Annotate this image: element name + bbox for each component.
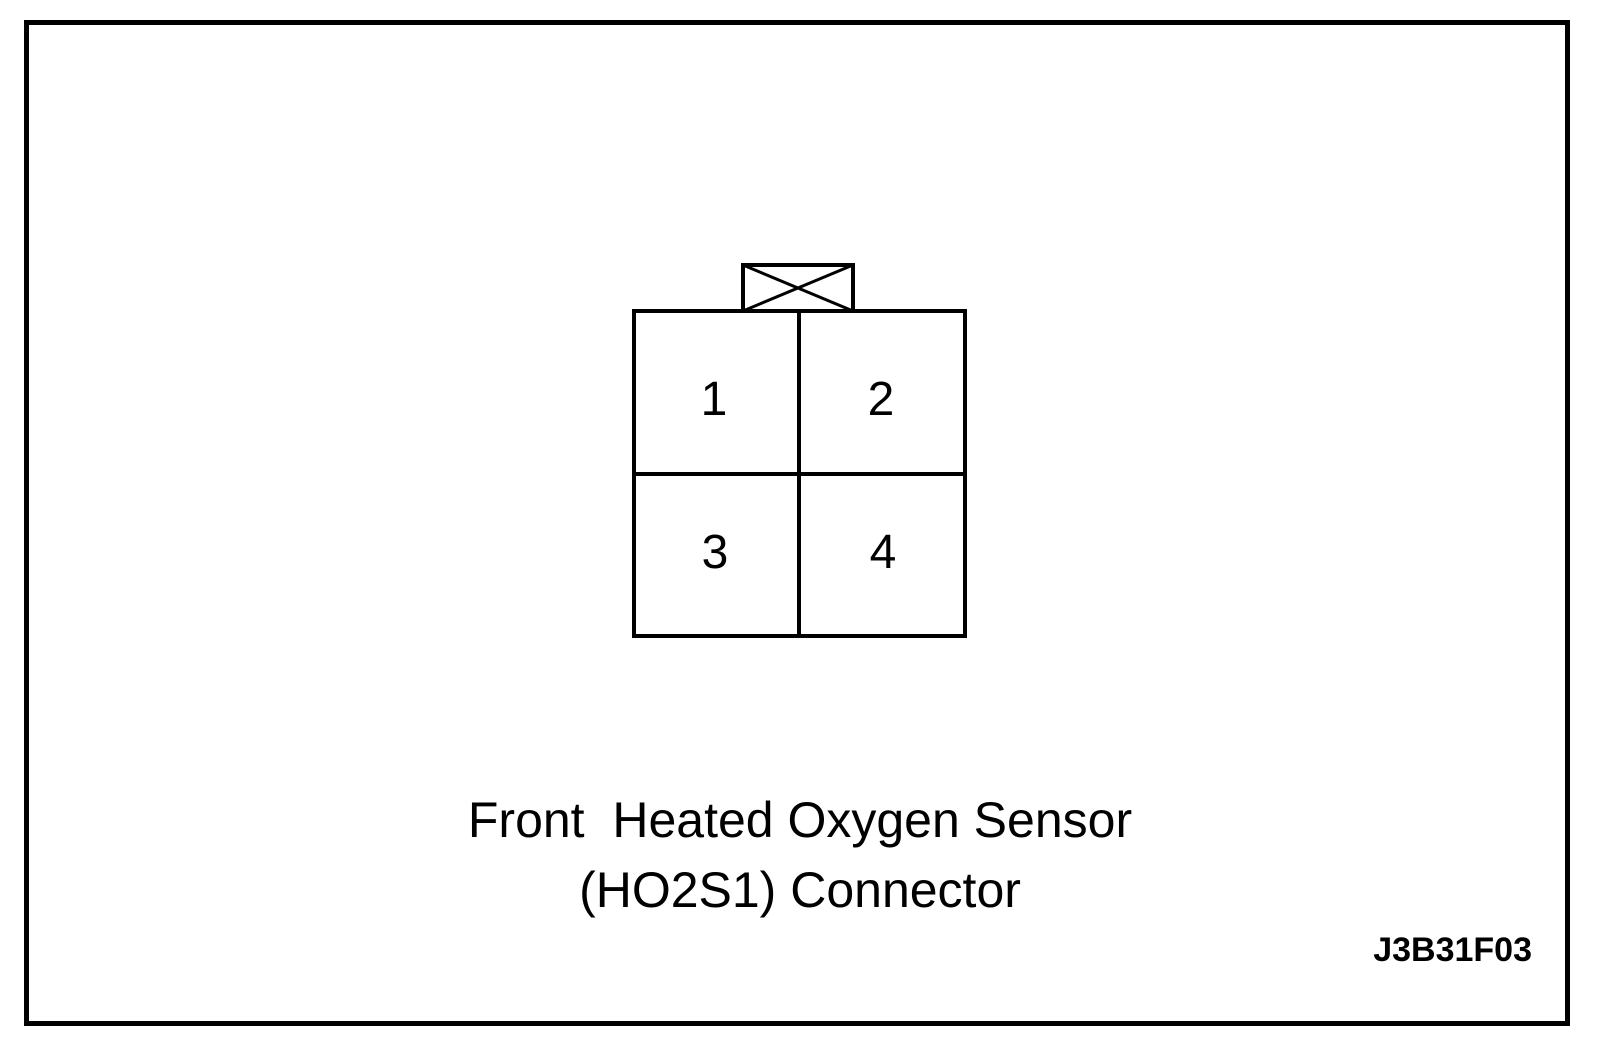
pin-2-label: 2 (867, 373, 895, 426)
pin-1-label: 1 (700, 373, 728, 426)
caption-line-1: Front Heated Oxygen Sensor (467, 792, 1133, 848)
diagram-frame (24, 20, 1570, 1026)
lock-tab-cross-line-b (742, 263, 854, 313)
pin-4-label: 4 (869, 526, 897, 579)
caption-line-2: (HO2S1) Connector (579, 862, 1021, 918)
figure-id: J3B31F03 (1373, 931, 1532, 969)
pin-3-label: 3 (701, 526, 729, 579)
